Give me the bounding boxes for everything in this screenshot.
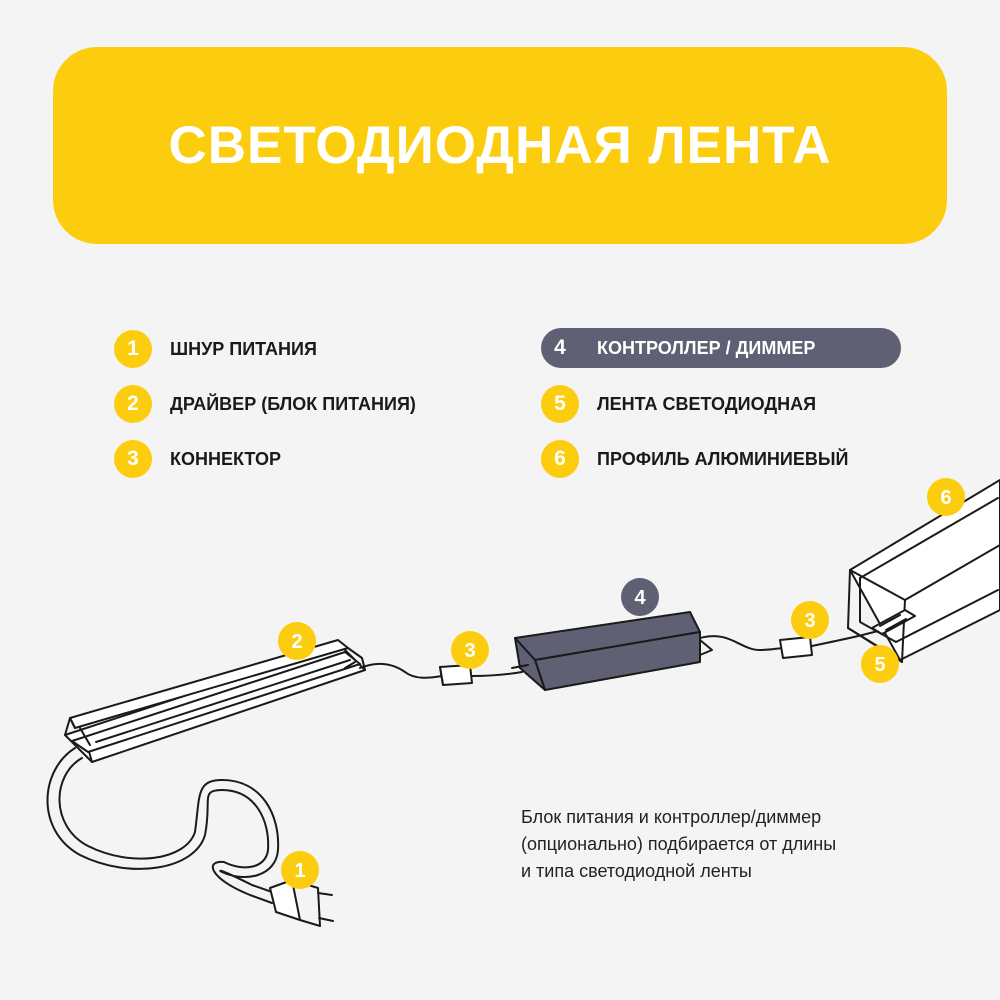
note-text: Блок питания и контроллер/диммер (опцион…: [521, 804, 961, 885]
legend-item-controller: 4 КОНТРОЛЛЕР / ДИММЕР: [541, 328, 901, 368]
legend-item-driver: 2 ДРАЙВЕР (БЛОК ПИТАНИЯ): [114, 384, 416, 424]
driver-illustration: [64, 639, 366, 763]
legend-badge: 3: [114, 440, 152, 478]
legend-label: ШНУР ПИТАНИЯ: [170, 338, 317, 359]
wire-connector-controller: [471, 671, 523, 677]
page-title: СВЕТОДИОДНАЯ ЛЕНТА: [168, 116, 832, 175]
marker-number: 5: [874, 654, 885, 676]
connector-left-illustration: [439, 664, 473, 686]
legend-badge: 6: [541, 440, 579, 478]
led-strip-illustration: [871, 609, 916, 635]
wire-driver-connector: [359, 662, 443, 679]
legend-label: ЛЕНТА СВЕТОДИОДНАЯ: [597, 393, 817, 414]
wire-controller-connector: [699, 635, 786, 651]
connector-right-illustration: [779, 636, 813, 659]
marker-controller: 4: [621, 578, 659, 616]
marker-power-cord: 1: [281, 851, 319, 889]
legend-item-profile: 6 ПРОФИЛЬ АЛЮМИНИЕВЫЙ: [541, 439, 848, 479]
marker-driver: 2: [278, 622, 316, 660]
legend-badge: 5: [541, 385, 579, 423]
marker-connector-left: 3: [451, 631, 489, 669]
marker-number: 3: [464, 640, 475, 662]
note-line: Блок питания и контроллер/диммер: [521, 807, 822, 827]
legend-item-connector: 3 КОННЕКТОР: [114, 439, 281, 479]
marker-number: 4: [634, 587, 646, 609]
legend-label: ДРАЙВЕР (БЛОК ПИТАНИЯ): [170, 393, 416, 414]
legend-label: ПРОФИЛЬ АЛЮМИНИЕВЫЙ: [597, 448, 849, 469]
marker-strip: 5: [861, 645, 899, 683]
controller-illustration: [511, 611, 713, 691]
note-line: и типа светодиодной ленты: [521, 861, 752, 881]
marker-number: 3: [804, 610, 815, 632]
marker-number: 1: [294, 860, 305, 882]
note-line: (опционально) подбирается от длины: [521, 834, 837, 854]
legend-item-power-cord: 1 ШНУР ПИТАНИЯ: [114, 329, 317, 369]
legend-badge: 2: [114, 385, 152, 423]
legend-label: КОНТРОЛЛЕР / ДИММЕР: [597, 337, 816, 358]
marker-profile: 6: [927, 478, 965, 516]
marker-connector-right: 3: [791, 601, 829, 639]
marker-number: 6: [940, 487, 951, 509]
profile-illustration: [847, 479, 1000, 663]
legend-item-led-strip: 5 ЛЕНТА СВЕТОДИОДНАЯ: [541, 384, 816, 424]
legend-badge: 1: [114, 330, 152, 368]
legend-label: КОННЕКТОР: [170, 448, 281, 469]
marker-number: 2: [291, 631, 302, 653]
title-banner: СВЕТОДИОДНАЯ ЛЕНТА: [53, 47, 947, 244]
power-cord-illustration: [46, 747, 280, 904]
legend-badge: 4: [554, 336, 566, 359]
